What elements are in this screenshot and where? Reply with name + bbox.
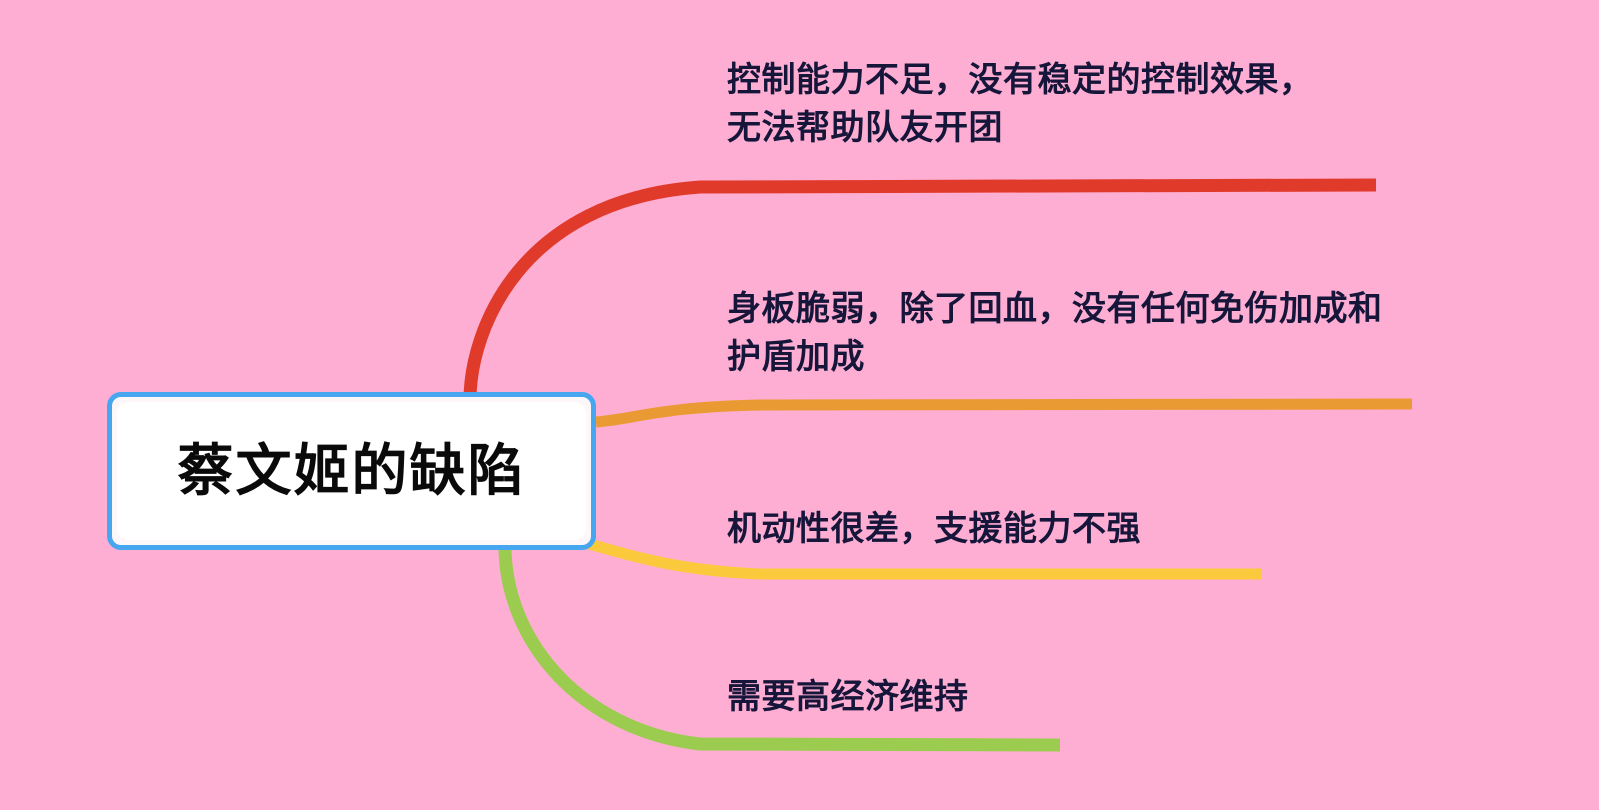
central-node-label: 蔡文姬的缺陷 xyxy=(177,439,526,502)
branch-line-orange xyxy=(595,398,1413,428)
branch-label-economy-dependent[interactable]: 需要高经济维持 xyxy=(727,678,969,716)
branch-label-fragile-body[interactable]: 身板脆弱，除了回血，没有任何免伤加成和护盾加成 xyxy=(727,290,1383,377)
central-node[interactable]: 蔡文姬的缺陷 xyxy=(107,392,596,550)
branch-line-red xyxy=(463,178,1377,401)
branch-label-control-weakness[interactable]: 控制能力不足，没有稳定的控制效果，无法帮助队友开团 xyxy=(727,61,1314,148)
branch-line-green xyxy=(498,545,1061,752)
central-node-fill xyxy=(117,402,586,540)
branch-label-low-mobility[interactable]: 机动性很差，支援能力不强 xyxy=(727,510,1141,548)
